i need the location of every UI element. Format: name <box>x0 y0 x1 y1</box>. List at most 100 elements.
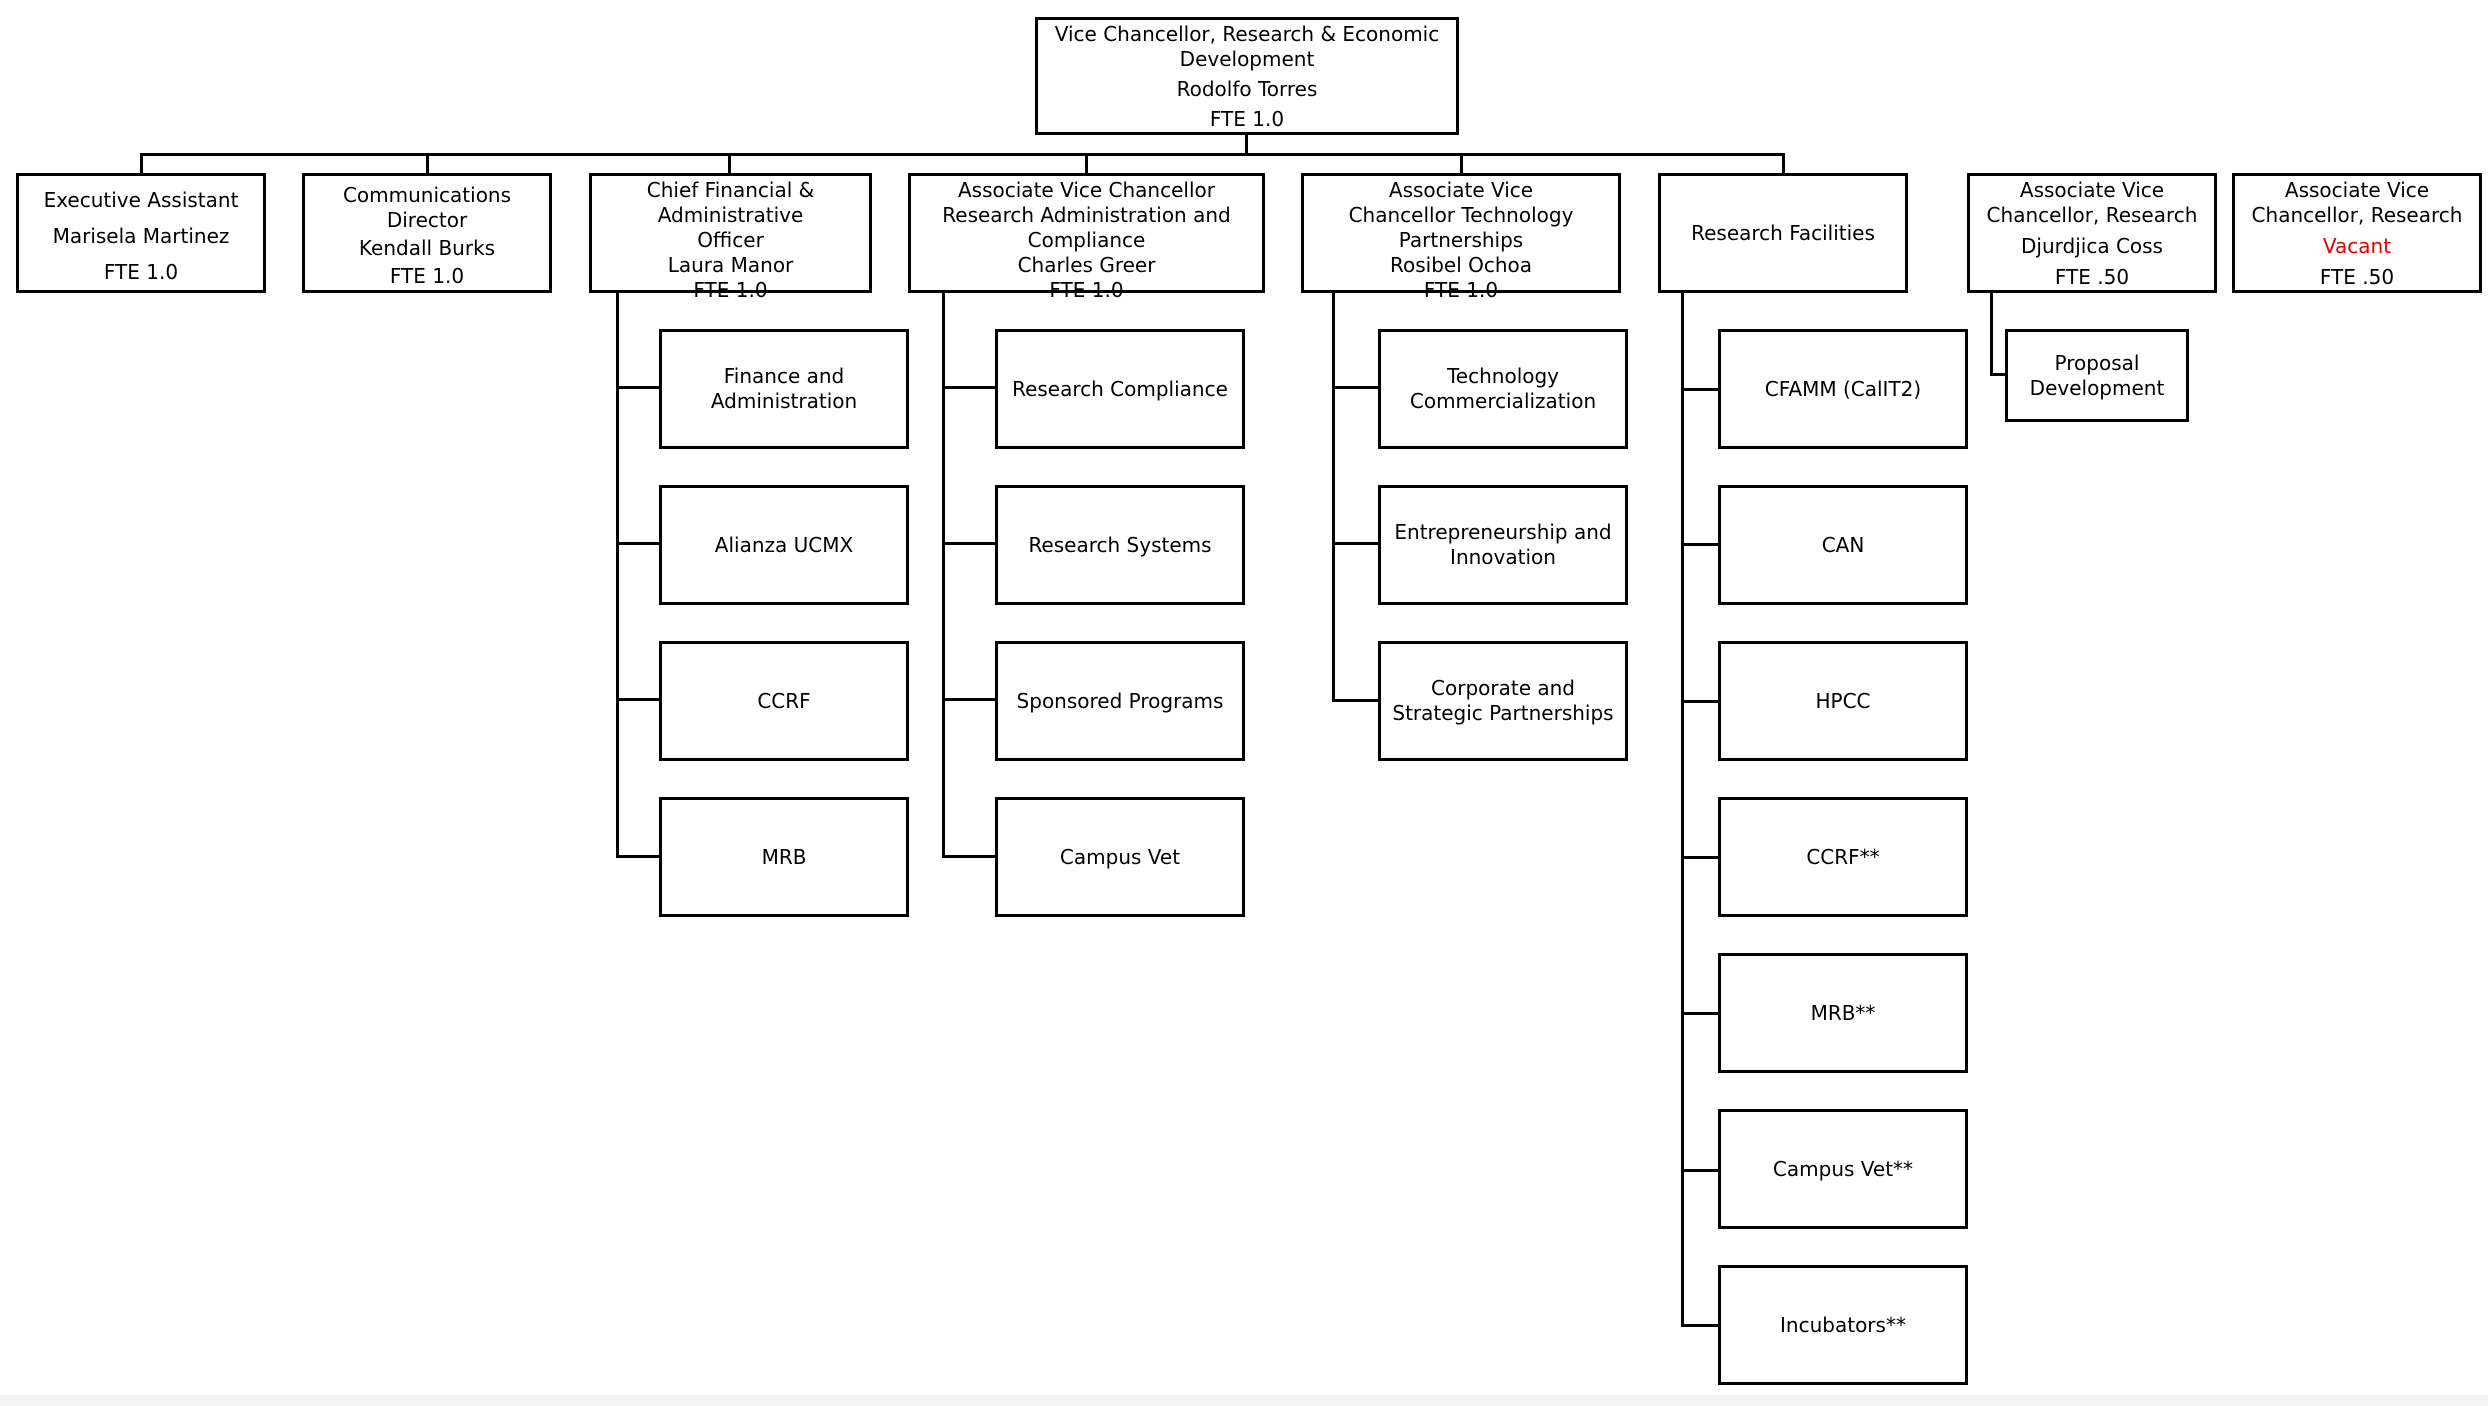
unit-label: Finance and Administration <box>710 364 858 413</box>
fte-value: FTE .50 <box>2319 265 2395 289</box>
unit-mrb-facility: MRB** <box>1718 953 1968 1073</box>
connector-line <box>1332 386 1380 389</box>
position-title: Associate Vice Chancellor Research Admin… <box>942 178 1231 252</box>
unit-label: Entrepreneurship and Innovation <box>1394 520 1612 569</box>
position-title: Associate Vice Chancellor, Research <box>1986 178 2198 227</box>
communications-director-box: Communications Director Kendall Burks FT… <box>302 173 552 293</box>
connector-line <box>1681 700 1721 703</box>
unit-research-systems: Research Systems <box>995 485 1245 605</box>
unit-mrb: MRB <box>659 797 909 917</box>
connector-line <box>942 290 945 858</box>
connector-line <box>1681 290 1684 1326</box>
unit-label: Proposal Development <box>2029 350 2165 400</box>
connector-line <box>616 698 661 701</box>
unit-label: CCRF <box>757 688 811 713</box>
position-title: Vice Chancellor, Research & Economic Dev… <box>1054 22 1440 71</box>
unit-label: HPCC <box>1815 688 1871 713</box>
unit-finance-and-administration: Finance and Administration <box>659 329 909 449</box>
unit-label: Research Systems <box>1028 532 1212 557</box>
avc-research-administration-box: Associate Vice Chancellor Research Admin… <box>908 173 1265 302</box>
unit-label: MRB** <box>1810 1000 1876 1025</box>
unit-corporate-and-strategic-partnerships: Corporate and Strategic Partnerships <box>1378 641 1628 761</box>
connector-line <box>942 386 997 389</box>
connector-line <box>1681 1169 1721 1172</box>
position-title: Executive Assistant <box>43 187 239 212</box>
fte-value: FTE 1.0 <box>389 263 465 288</box>
bottom-margin <box>0 1395 2488 1406</box>
connector-line <box>616 542 661 545</box>
connector-line <box>426 153 429 174</box>
connector-line <box>1990 290 1993 376</box>
unit-label: Corporate and Strategic Partnerships <box>1392 676 1614 725</box>
unit-label: Incubators** <box>1780 1312 1906 1337</box>
research-facilities-box: Research Facilities <box>1658 173 1908 293</box>
avc-research-coss-box: Associate Vice Chancellor, Research Djur… <box>1967 173 2217 293</box>
fte-value: FTE 1.0 <box>1049 278 1124 302</box>
person-name: Marisela Martinez <box>52 223 230 248</box>
avc-research-vacant-box: Associate Vice Chancellor, Research Vaca… <box>2232 173 2482 293</box>
position-title: Associate Vice Chancellor Technology Par… <box>1348 178 1574 252</box>
unit-alianza-ucmx: Alianza UCMX <box>659 485 909 605</box>
connector-line <box>1681 1012 1721 1015</box>
connector-line <box>1681 388 1721 391</box>
unit-label: Campus Vet <box>1059 844 1181 869</box>
unit-entrepreneurship-and-innovation: Entrepreneurship and Innovation <box>1378 485 1628 605</box>
connector-line <box>942 698 997 701</box>
unit-label: Research Compliance <box>1012 376 1228 401</box>
connector-line <box>1681 856 1721 859</box>
unit-can: CAN <box>1718 485 1968 605</box>
person-name: Rosibel Ochoa <box>1389 253 1533 277</box>
position-title: Associate Vice Chancellor, Research <box>2251 178 2463 227</box>
connector-line <box>140 153 143 174</box>
connector-line <box>616 290 619 858</box>
connector-line <box>1332 542 1380 545</box>
person-name: Djurdjica Coss <box>2021 234 2163 258</box>
unit-label: Alianza UCMX <box>714 532 854 557</box>
executive-assistant-box: Executive Assistant Marisela Martinez FT… <box>16 173 266 293</box>
unit-label: Sponsored Programs <box>1016 688 1224 713</box>
unit-hpcc: HPCC <box>1718 641 1968 761</box>
connector-line <box>616 386 661 389</box>
chief-financial-officer-box: Chief Financial & Administrative Officer… <box>589 173 872 302</box>
connector-line <box>1332 699 1380 702</box>
connector-line <box>1332 290 1335 702</box>
connector-line <box>140 153 1785 156</box>
unit-proposal-development: Proposal Development <box>2005 329 2189 422</box>
unit-cfamm: CFAMM (CalIT2) <box>1718 329 1968 449</box>
position-title: Chief Financial & Administrative Officer <box>646 178 815 252</box>
connector-line <box>1782 153 1785 174</box>
fte-value: FTE .50 <box>2054 265 2130 289</box>
unit-label: Technology Commercialization <box>1409 364 1597 413</box>
connector-line <box>616 855 661 858</box>
unit-ccrf-facility: CCRF** <box>1718 797 1968 917</box>
unit-campus-vet: Campus Vet <box>995 797 1245 917</box>
position-title: Communications Director <box>342 183 512 233</box>
unit-sponsored-programs: Sponsored Programs <box>995 641 1245 761</box>
connector-line <box>728 153 731 174</box>
fte-value: FTE 1.0 <box>1209 107 1285 131</box>
unit-label: Campus Vet** <box>1772 1156 1914 1181</box>
connector-line <box>1460 153 1463 174</box>
unit-label: CFAMM (CalIT2) <box>1764 376 1922 401</box>
unit-campus-vet-facility: Campus Vet** <box>1718 1109 1968 1229</box>
fte-value: FTE 1.0 <box>693 278 768 302</box>
connector-line <box>1245 133 1248 155</box>
person-name: Laura Manor <box>667 253 794 277</box>
unit-label: CCRF** <box>1806 844 1880 869</box>
unit-technology-commercialization: Technology Commercialization <box>1378 329 1628 449</box>
unit-label: MRB <box>761 844 807 869</box>
position-title: Research Facilities <box>1691 220 1875 245</box>
connector-line <box>1990 373 2008 376</box>
person-name: Kendall Burks <box>358 235 496 260</box>
unit-incubators: Incubators** <box>1718 1265 1968 1385</box>
person-name: Rodolfo Torres <box>1176 77 1318 101</box>
person-name-vacant: Vacant <box>2322 234 2392 258</box>
connector-line <box>1681 543 1721 546</box>
fte-value: FTE 1.0 <box>103 259 179 284</box>
unit-research-compliance: Research Compliance <box>995 329 1245 449</box>
avc-technology-partnerships-box: Associate Vice Chancellor Technology Par… <box>1301 173 1621 302</box>
connector-line <box>1085 153 1088 174</box>
person-name: Charles Greer <box>1017 253 1156 277</box>
unit-ccrf: CCRF <box>659 641 909 761</box>
